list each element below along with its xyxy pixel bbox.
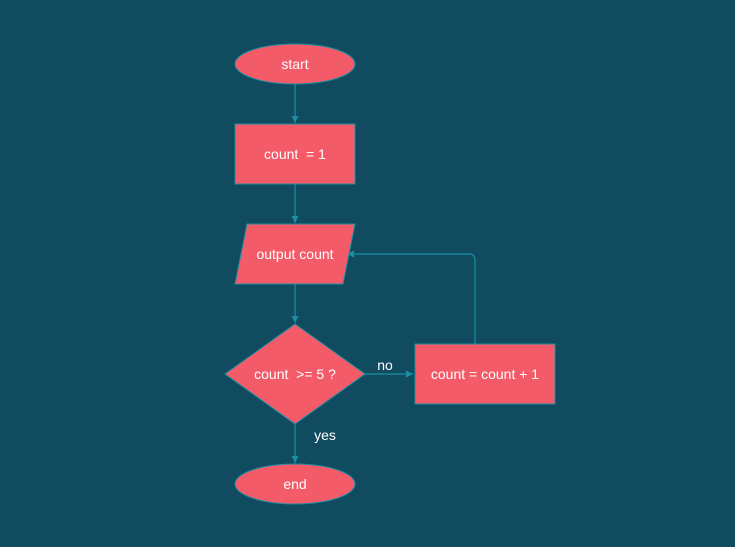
- output-io-node[interactable]: output count: [234, 223, 356, 285]
- output-io-label: output count: [256, 246, 333, 262]
- init-process-label: count = 1: [264, 146, 326, 162]
- decision-label: count >= 5 ?: [254, 366, 336, 382]
- no-edge-label: no: [377, 357, 393, 373]
- yes-edge-label: yes: [314, 427, 336, 443]
- edge-increment-to-output: [347, 250, 476, 344]
- increment-process-node[interactable]: count = count + 1: [414, 343, 556, 405]
- end-node[interactable]: end: [234, 463, 356, 505]
- decision-node[interactable]: count >= 5 ?: [224, 323, 366, 425]
- start-node-label: start: [281, 56, 308, 72]
- increment-process-label: count = count + 1: [431, 366, 539, 382]
- end-node-label: end: [283, 476, 306, 492]
- init-process-node[interactable]: count = 1: [234, 123, 356, 185]
- start-node[interactable]: start: [234, 43, 356, 85]
